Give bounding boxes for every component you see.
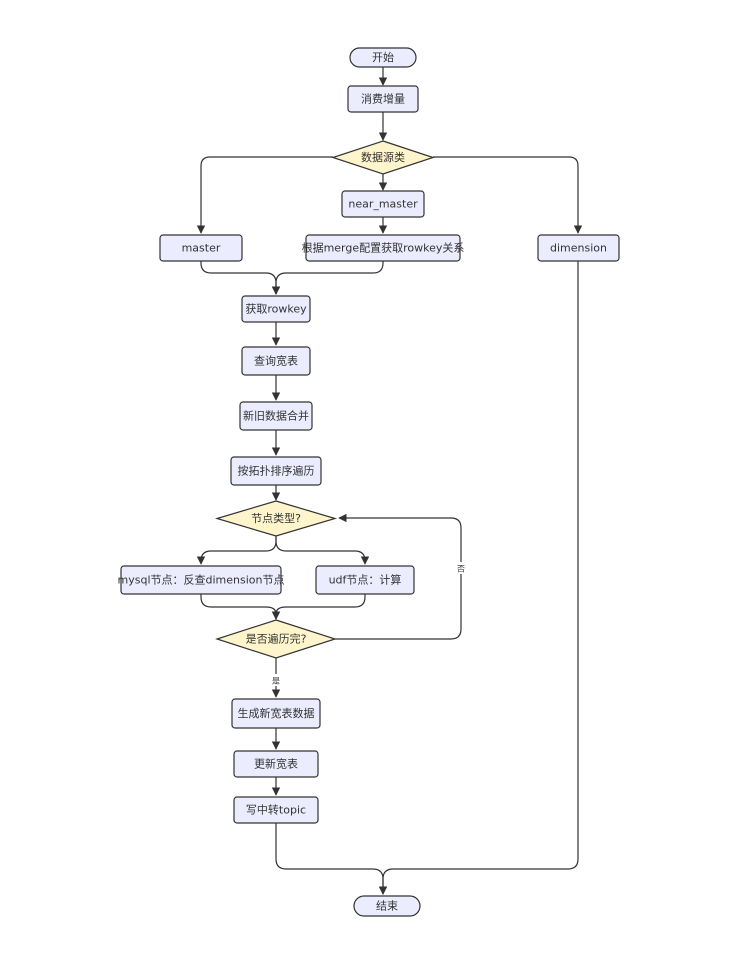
node-consume: 消费增量: [347, 85, 419, 113]
node-query-wide-label: 查询宽表: [254, 354, 298, 368]
node-start: 开始: [349, 47, 417, 68]
edge-traverse-done-no: [335, 513, 462, 640]
node-master: master: [159, 234, 243, 262]
node-mysql: mysql节点：反查dimension节点: [118, 565, 285, 595]
node-end-label: 结束: [376, 900, 398, 913]
edge-datasource-to-dimension: [433, 156, 583, 234]
edge-master-to-get-rowkey: [200, 261, 281, 295]
edge-udf-to-traverse-done: [271, 594, 366, 620]
node-write-topic: 写中转topic: [233, 796, 319, 824]
node-udf: udf节点：计算: [315, 565, 415, 595]
node-near-master: near_master: [341, 190, 425, 218]
node-get-rowkey: 获取rowkey: [241, 295, 311, 323]
edge-label-no-text: 否: [457, 565, 465, 574]
node-near-master-label: near_master: [348, 198, 418, 211]
node-datasource-label: 数据源类: [361, 150, 405, 164]
edge-write-topic-to-end: [275, 823, 388, 895]
node-merge-data: 新旧数据合并: [239, 401, 313, 431]
node-start-label: 开始: [372, 50, 394, 64]
node-gen-wide-label: 生成新宽表数据: [238, 706, 315, 720]
node-merge-rowkey: 根据merge配置获取rowkey关系: [302, 234, 465, 262]
node-write-topic-label: 写中转topic: [246, 803, 306, 817]
node-node-type-label: 节点类型?: [251, 511, 301, 525]
edge-merge-rowkey-to-get-rowkey: [271, 261, 384, 295]
node-update-wide-label: 更新宽表: [254, 757, 298, 771]
edge-dimension-to-end: [378, 261, 579, 895]
node-query-wide: 查询宽表: [241, 346, 311, 376]
edge-node-type-to-udf: [275, 536, 370, 565]
node-traverse-done: 是否遍历完?: [215, 619, 337, 659]
edge-node-type-to-mysql: [196, 536, 277, 565]
node-gen-wide: 生成新宽表数据: [231, 698, 321, 729]
edge-label-no: 否: [456, 562, 466, 574]
node-consume-label: 消费增量: [361, 92, 405, 106]
node-udf-label: udf节点：计算: [329, 573, 402, 587]
node-mysql-label: mysql节点：反查dimension节点: [118, 573, 285, 587]
edge-label-yes: 是: [271, 674, 281, 686]
node-traverse-done-label: 是否遍历完?: [246, 632, 307, 646]
node-update-wide: 更新宽表: [233, 750, 319, 778]
edges: [196, 67, 583, 895]
node-end: 结束: [353, 895, 421, 917]
node-datasource: 数据源类: [331, 140, 435, 175]
edge-mysql-to-traverse-done: [200, 594, 281, 620]
node-topo-traverse-label: 按拓扑排序遍历: [238, 464, 315, 478]
node-merge-data-label: 新旧数据合并: [243, 409, 309, 423]
node-dimension: dimension: [537, 234, 620, 262]
node-node-type: 节点类型?: [214, 500, 338, 537]
node-get-rowkey-label: 获取rowkey: [245, 303, 307, 316]
node-merge-rowkey-label: 根据merge配置获取rowkey关系: [302, 241, 465, 255]
edge-datasource-to-master: [196, 156, 333, 234]
edge-label-yes-text: 是: [272, 677, 280, 686]
node-dimension-label: dimension: [550, 242, 607, 255]
node-master-label: master: [182, 242, 221, 255]
node-topo-traverse: 按拓扑排序遍历: [230, 456, 322, 486]
